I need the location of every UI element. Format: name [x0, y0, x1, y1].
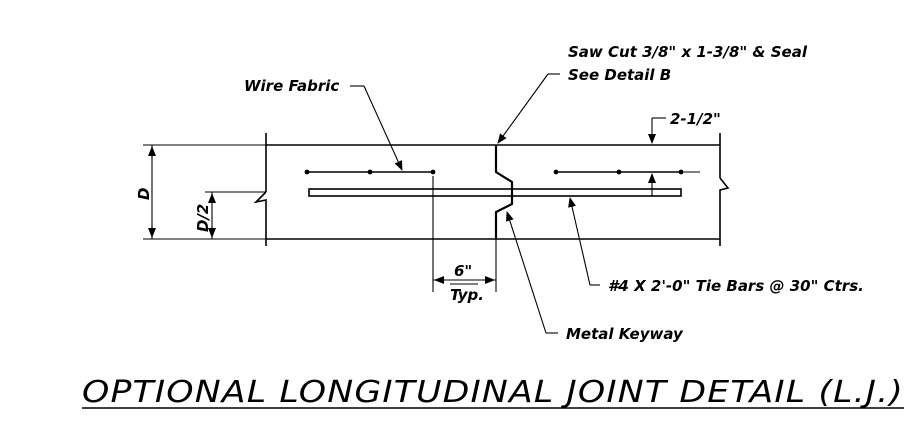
tie-bar-leader [568, 197, 600, 286]
keyway-joint [494, 145, 514, 239]
saw-cut-label-line2: See Detail B [568, 66, 671, 84]
saw-cut-label-line1: Saw Cut 3/8" x 1-3/8" & Seal [568, 43, 808, 61]
tie-bar [308, 188, 682, 197]
half-depth-label: D/2 [194, 204, 212, 232]
keyway-label: Metal Keyway [566, 325, 684, 343]
spacing-label: 6" [454, 262, 472, 280]
dimension-half-depth [205, 191, 266, 239]
dimension-depth [143, 144, 266, 240]
cover-label: 2-1/2" [670, 110, 721, 128]
wire-fabric-left [304, 169, 436, 175]
wire-fabric-label: Wire Fabric [244, 77, 339, 95]
saw-cut-leader [497, 73, 560, 144]
slab-right [496, 133, 730, 246]
drawing-title: OPTIONAL LONGITUDINAL JOINT DETAIL (L.J.… [82, 375, 904, 410]
slab-left [253, 133, 496, 246]
keyway-leader [505, 211, 558, 334]
depth-label: D [135, 188, 153, 200]
tie-bar-label: #4 X 2'-0" Tie Bars @ 30" Ctrs. [608, 277, 864, 295]
wire-fabric-leader [350, 85, 403, 171]
dimension-cover [640, 117, 700, 196]
typical-label: Typ. [450, 286, 484, 304]
dimension-spacing [432, 176, 497, 292]
